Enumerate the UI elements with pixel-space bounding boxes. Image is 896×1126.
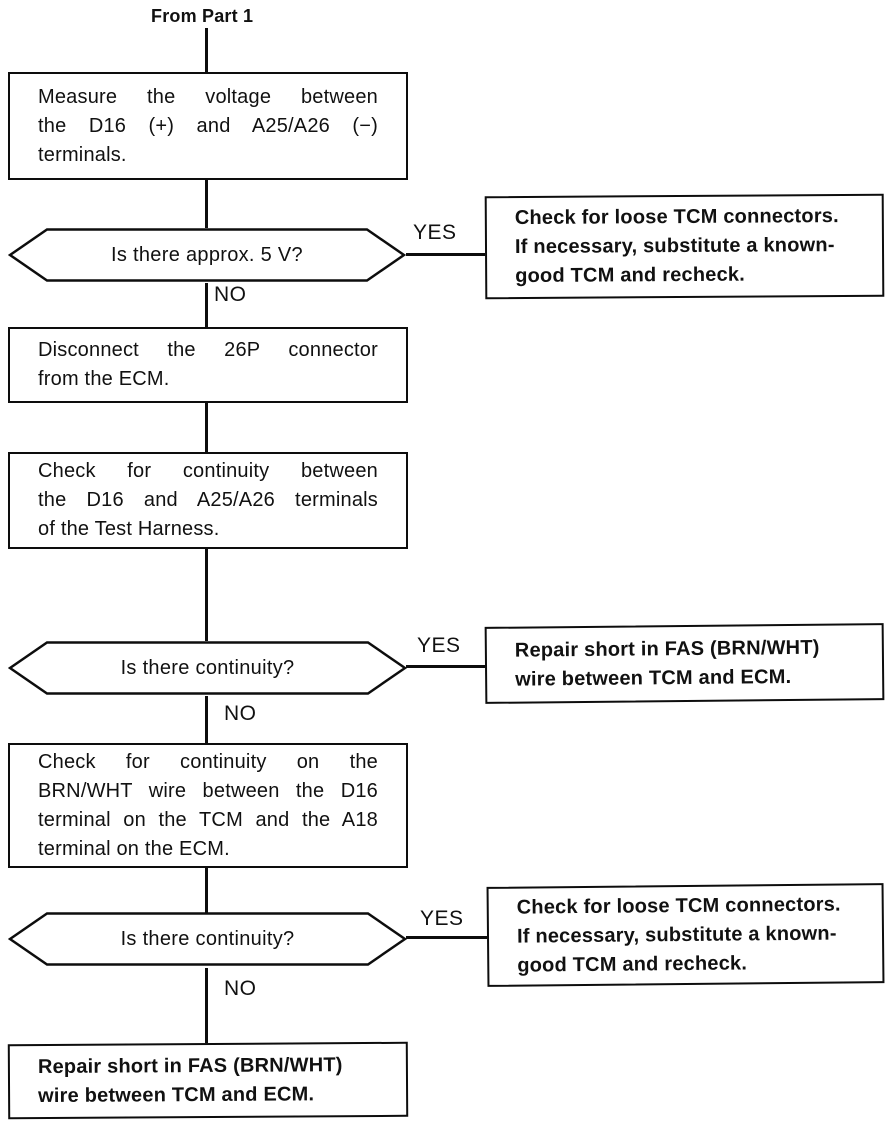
connector-line (205, 696, 208, 743)
action-text-line: good TCM and recheck. (515, 263, 746, 288)
process-text-line: Measure the voltage between (38, 85, 378, 108)
action-box-repair-short-2: Repair short in FAS (BRN/WHT) wire betwe… (7, 1041, 409, 1120)
hexagon-shape-icon (8, 641, 407, 695)
yes-branch-label: YES (420, 907, 464, 930)
process-text-line: BRN/WHT wire between the D16 (38, 779, 378, 802)
process-text-line: Check for continuity between (38, 460, 378, 482)
action-text-line: Repair short in FAS (BRN/WHT) (514, 636, 820, 662)
no-branch-label: NO (214, 283, 247, 306)
process-text-line: terminals. (38, 143, 127, 166)
connector-line (205, 402, 208, 452)
decision-hexagon-continuity-2: Is there continuity? (8, 911, 407, 967)
connector-line (406, 665, 486, 668)
action-text-line: wire between TCM and ECM. (38, 1082, 315, 1107)
action-text-line: wire between TCM and ECM. (515, 665, 792, 691)
process-text-line: terminal on the TCM and the A18 (38, 808, 378, 831)
process-text-line: of the Test Harness. (38, 518, 220, 540)
action-box-check-loose-tcm-2: Check for loose TCM connectors. If neces… (486, 883, 885, 987)
connector-line (406, 936, 488, 939)
action-box-check-loose-tcm-1: Check for loose TCM connectors. If neces… (484, 193, 885, 300)
action-text-line: If necessary, substitute a known- (514, 234, 835, 259)
flow-start-label: From Part 1 (151, 6, 254, 26)
decision-hexagon-continuity-1: Is there continuity? (8, 640, 407, 696)
process-text-line: the D16 and A25/A26 terminals (38, 489, 378, 511)
action-box-repair-short-1: Repair short in FAS (BRN/WHT) wire betwe… (484, 623, 885, 704)
decision-question: Is there continuity? (120, 656, 295, 679)
process-text-line: from the ECM. (38, 368, 170, 390)
process-box-disconnect-26p: Disconnect the 26P connector from the EC… (8, 327, 408, 403)
process-box-measure-voltage: Measure the voltage between the D16 (+) … (8, 72, 408, 180)
process-text-line: the D16 (+) and A25/A26 (−) (38, 114, 378, 137)
decision-question: Is there approx. 5 V? (111, 243, 303, 266)
yes-branch-label: YES (413, 221, 457, 244)
connector-line (205, 28, 208, 72)
decision-hexagon-approx-5v: Is there approx. 5 V? (8, 227, 406, 283)
process-text-line: Disconnect the 26P connector (38, 339, 378, 361)
connector-line (205, 548, 208, 641)
hexagon-shape-icon (8, 228, 406, 282)
no-branch-label: NO (224, 977, 257, 1000)
action-text-line: Check for loose TCM connectors. (516, 893, 841, 919)
connector-line (205, 180, 208, 228)
process-text-line: terminal on the ECM. (38, 837, 230, 860)
process-box-check-continuity-wire: Check for continuity on the BRN/WHT wire… (8, 743, 408, 868)
connector-line (205, 867, 208, 913)
decision-question: Is there continuity? (120, 927, 295, 950)
action-text-line: If necessary, substitute a known- (516, 922, 837, 948)
hexagon-shape-icon (8, 912, 407, 966)
connector-line (205, 968, 208, 1044)
no-branch-label: NO (224, 702, 257, 725)
action-text-line: Check for loose TCM connectors. (514, 205, 839, 230)
action-text-line: Repair short in FAS (BRN/WHT) (37, 1053, 343, 1078)
connector-line (205, 283, 208, 327)
connector-line (406, 253, 486, 256)
process-box-check-continuity-harness: Check for continuity between the D16 and… (8, 452, 408, 549)
action-text-line: good TCM and recheck. (517, 951, 748, 977)
process-text-line: Check for continuity on the (38, 750, 378, 773)
yes-branch-label: YES (417, 634, 461, 657)
